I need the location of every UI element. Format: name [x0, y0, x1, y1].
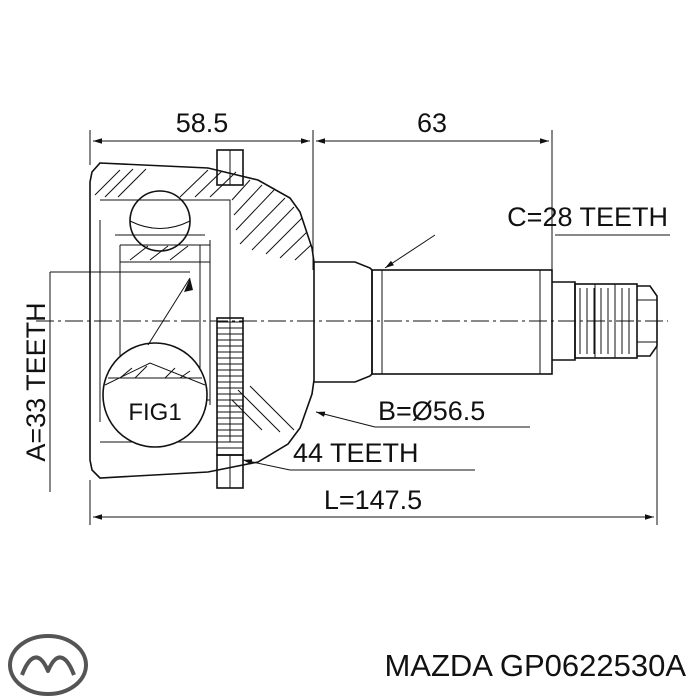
length-label: L=147.5 — [324, 485, 422, 515]
fig1-detail: FIG1 — [102, 277, 208, 448]
c-teeth-label: C=28 TEETH — [507, 202, 668, 232]
output-shaft — [371, 269, 658, 375]
part-number-label: MAZDA GP0622530A — [384, 648, 686, 683]
b-diameter-label: B=Ø56.5 — [378, 396, 485, 426]
abs-teeth — [217, 321, 243, 449]
mazda-logo-icon — [8, 634, 88, 696]
abs-ring — [216, 149, 244, 489]
dim-58-5: 58.5 — [176, 108, 229, 138]
dim-63: 63 — [417, 108, 447, 138]
housing-hatching — [94, 168, 312, 433]
leader-lines — [242, 234, 670, 471]
spline-marks — [579, 288, 630, 354]
fig1-label: FIG1 — [128, 399, 181, 426]
abs-teeth-label: 44 TEETH — [293, 438, 419, 468]
a-teeth-label: A=33 TEETH — [21, 302, 51, 461]
